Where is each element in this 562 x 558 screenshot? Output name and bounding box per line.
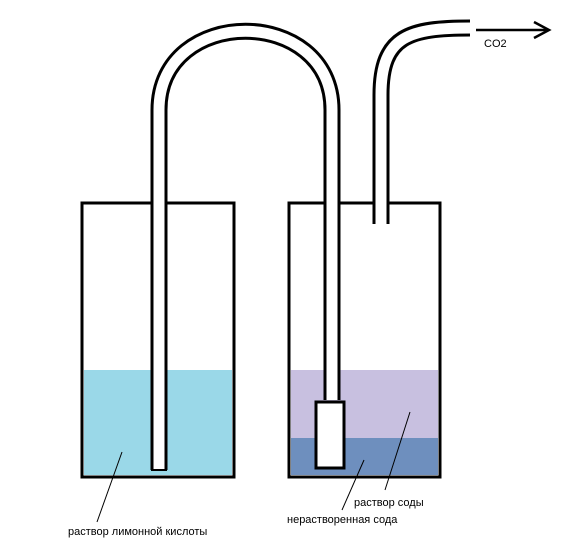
citric-acid-label: раствор лимонной кислоты [68,526,207,538]
right-container [287,201,442,479]
co2-arrow [476,20,552,40]
left-container [80,201,236,479]
co2-label: CO2 [484,38,507,50]
soda-solution-liquid [291,370,438,440]
citric-leader-line [96,451,123,523]
soda-solution-leader-line [384,411,411,491]
connecting-tube [150,22,341,471]
undissolved-soda-label: нерастворенная сода [287,514,398,526]
outlet-tube [372,19,473,226]
tube-nozzle [314,400,346,470]
undissolved-soda-layer [291,438,438,475]
undissolved-soda-leader-line [341,459,365,511]
soda-solution-label: раствор соды [354,497,424,509]
